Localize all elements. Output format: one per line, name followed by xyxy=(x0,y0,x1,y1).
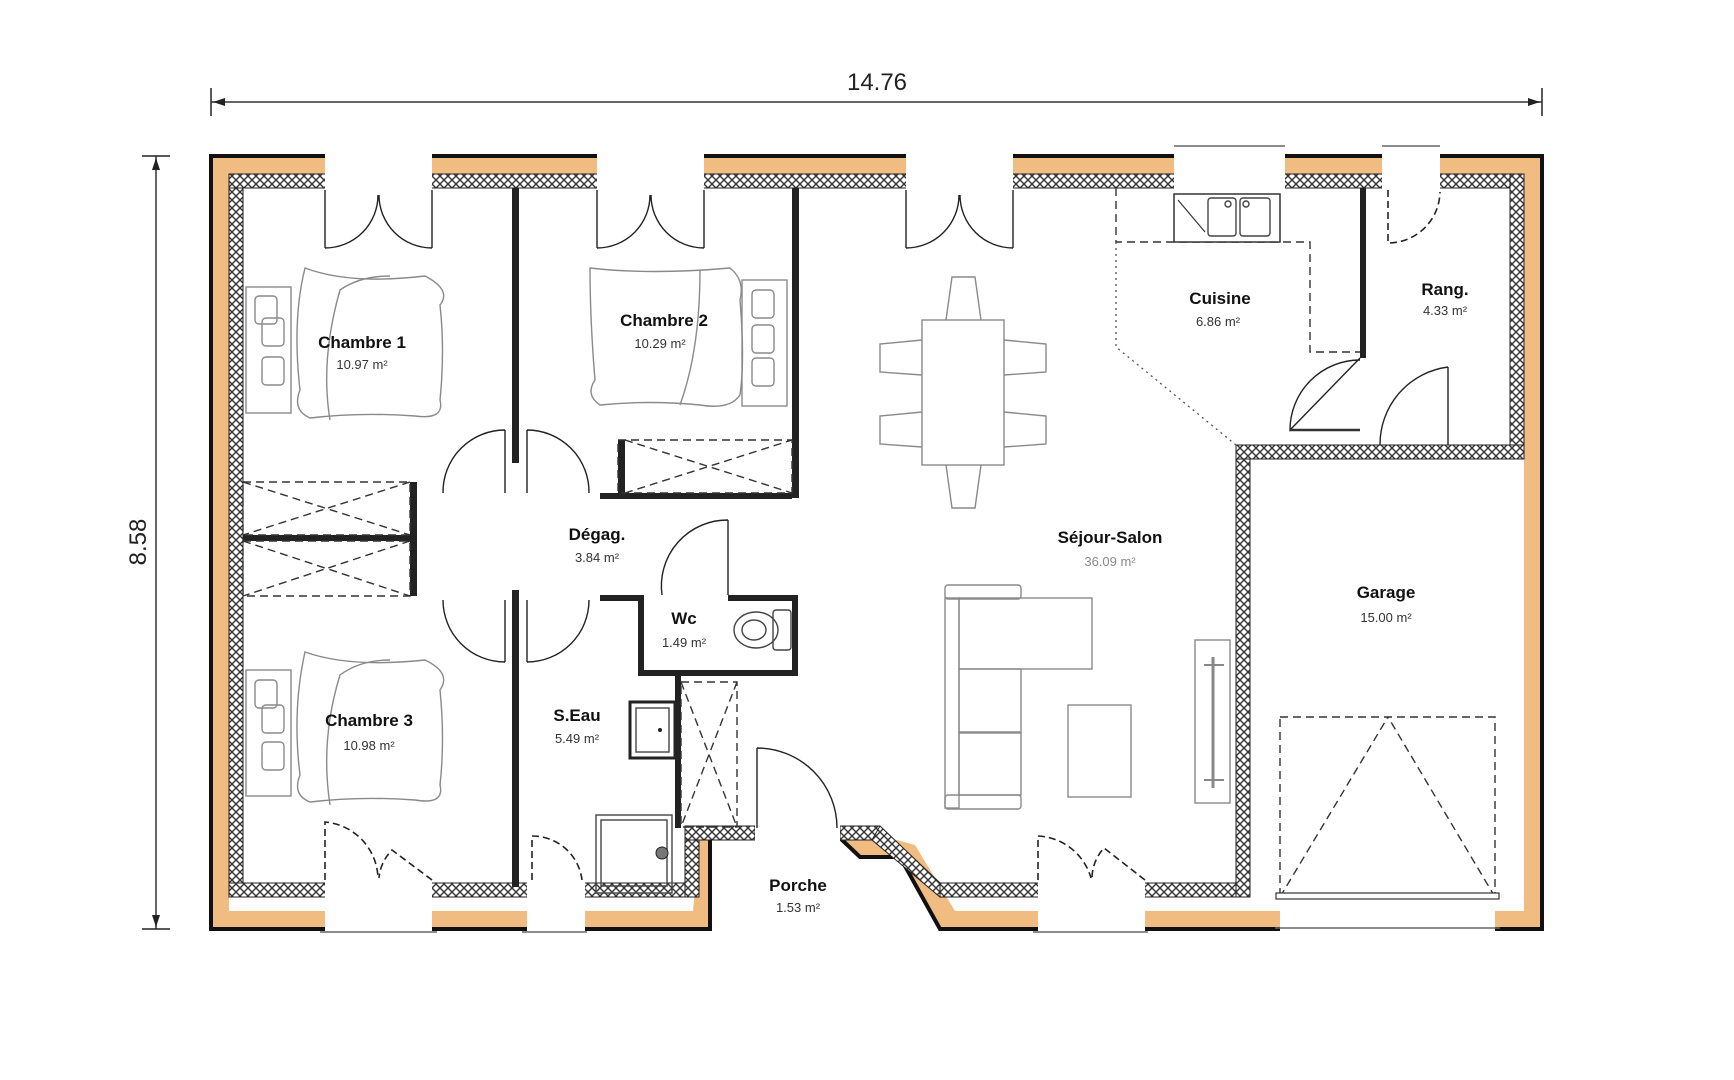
coffee-table xyxy=(1067,704,1132,798)
svg-text:1.53 m²: 1.53 m² xyxy=(776,900,821,915)
shower-tray xyxy=(595,814,673,894)
sofa xyxy=(944,584,1093,810)
svg-text:Cuisine: Cuisine xyxy=(1189,289,1250,308)
doors xyxy=(324,190,1449,881)
svg-text:36.09 m²: 36.09 m² xyxy=(1084,554,1136,569)
tv-unit xyxy=(1194,639,1231,804)
wall-openings xyxy=(320,145,1500,933)
svg-text:10.98 m²: 10.98 m² xyxy=(343,738,395,753)
washbasin xyxy=(628,700,677,760)
kitchen-counter xyxy=(1115,188,1360,446)
closets xyxy=(242,439,793,828)
svg-text:1.49 m²: 1.49 m² xyxy=(662,635,707,650)
height-dimension-label: 8.58 xyxy=(125,519,152,566)
svg-text:Porche: Porche xyxy=(769,876,827,895)
room-labels: Chambre 1 10.97 m² Chambre 2 10.29 m² Ch… xyxy=(318,280,1469,915)
exterior-wall xyxy=(209,154,1544,931)
bed-chambre-2 xyxy=(589,267,788,407)
room-garage: Garage 15.00 m² xyxy=(1357,583,1416,625)
svg-text:S.Eau: S.Eau xyxy=(553,706,600,725)
svg-text:Wc: Wc xyxy=(671,609,697,628)
height-dimension: 8.58 xyxy=(125,155,170,930)
svg-text:Chambre 1: Chambre 1 xyxy=(318,333,406,352)
bed-chambre-1 xyxy=(245,267,445,421)
svg-text:15.00 m²: 15.00 m² xyxy=(1360,610,1412,625)
room-chambre-2: Chambre 2 10.29 m² xyxy=(620,311,708,351)
room-degagement: Dégag. 3.84 m² xyxy=(569,525,626,565)
svg-text:10.97 m²: 10.97 m² xyxy=(336,357,388,372)
bed-chambre-3 xyxy=(245,651,445,806)
svg-text:4.33 m²: 4.33 m² xyxy=(1423,303,1468,318)
svg-text:6.86 m²: 6.86 m² xyxy=(1196,314,1241,329)
interior-walls xyxy=(243,188,1366,887)
svg-text:Garage: Garage xyxy=(1357,583,1416,602)
svg-text:5.49 m²: 5.49 m² xyxy=(555,731,600,746)
room-porche: Porche 1.53 m² xyxy=(769,876,827,915)
svg-text:10.29 m²: 10.29 m² xyxy=(634,336,686,351)
width-dimension-label: 14.76 xyxy=(847,69,907,96)
width-dimension: 14.76 xyxy=(210,69,1543,116)
room-salle-eau: S.Eau 5.49 m² xyxy=(553,706,600,746)
svg-text:Chambre 2: Chambre 2 xyxy=(620,311,708,330)
svg-text:Séjour-Salon: Séjour-Salon xyxy=(1058,528,1163,547)
svg-text:Dégag.: Dégag. xyxy=(569,525,626,544)
toilet xyxy=(733,609,792,651)
svg-text:Rang.: Rang. xyxy=(1421,280,1468,299)
svg-text:3.84 m²: 3.84 m² xyxy=(575,550,620,565)
garage-door xyxy=(1275,716,1500,900)
dining-table xyxy=(879,276,1047,509)
room-sejour-salon: Séjour-Salon 36.09 m² xyxy=(1058,528,1163,569)
room-wc: Wc 1.49 m² xyxy=(662,609,707,650)
room-chambre-1: Chambre 1 10.97 m² xyxy=(318,333,406,372)
room-rangement: Rang. 4.33 m² xyxy=(1421,280,1468,318)
room-cuisine: Cuisine 6.86 m² xyxy=(1189,289,1250,329)
svg-text:Chambre 3: Chambre 3 xyxy=(325,711,413,730)
room-chambre-3: Chambre 3 10.98 m² xyxy=(325,711,413,753)
